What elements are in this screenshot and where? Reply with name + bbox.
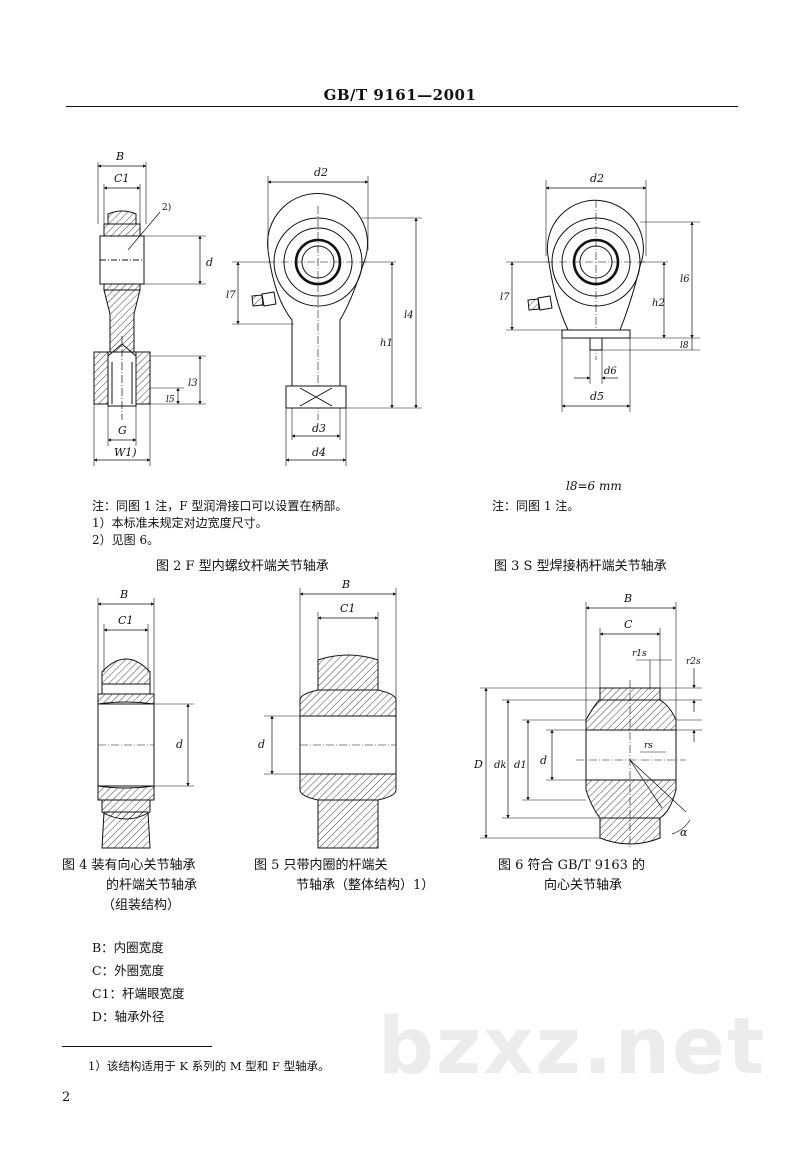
- fig6-caption-line-2: 向心关节轴承: [544, 878, 623, 893]
- symbol-d: D：轴承外径: [92, 1009, 165, 1024]
- fig3-label-d2: d2: [590, 172, 604, 185]
- fig3-label-l8: l8: [680, 341, 689, 351]
- fig5-caption-line-1: 图 5 只带内圈的杆端关: [254, 858, 388, 873]
- fig2-label-b: B: [115, 150, 124, 163]
- fig2-caption: 图 2 F 型内螺纹杆端关节轴承: [156, 559, 329, 574]
- symbol-list: B：内圈宽度 C：外圈宽度 C1：杆端眼宽度 D：轴承外径: [92, 936, 185, 1028]
- fig2-drawing: [93, 162, 422, 466]
- fig4-caption-line-1: 图 4 装有向心关节轴承: [62, 858, 196, 873]
- fig6-label-r2s: r2s: [686, 657, 701, 667]
- fig2-label-l5: l5: [166, 395, 175, 405]
- fig2-label-d4: d4: [312, 446, 326, 459]
- fig5-caption: 图 5 只带内圈的杆端关 节轴承（整体结构）1）: [254, 856, 434, 896]
- fig4-drawing: [97, 598, 194, 849]
- fig6-caption: 图 6 符合 GB/T 9163 的 向心关节轴承: [498, 856, 645, 896]
- fig6-labels: B C r1s r2s rs D dk d1 d α: [473, 592, 701, 839]
- fig5-label-b: B: [341, 578, 350, 591]
- symbol-c: C：外圈宽度: [92, 963, 165, 978]
- fig3-label-d6: d6: [604, 366, 617, 377]
- fig3-formula: l8=6 mm: [566, 479, 622, 493]
- fig2-label-g: G: [118, 424, 127, 437]
- fig6-label-D: D: [473, 758, 483, 771]
- fig6-label-c: C: [624, 618, 633, 631]
- fig3-caption: 图 3 S 型焊接柄杆端关节轴承: [494, 559, 667, 574]
- fig2-front-view: [232, 176, 422, 466]
- fig3-label-l7: l7: [500, 292, 510, 303]
- fig4-label-d: d: [176, 738, 183, 751]
- header-rule: [66, 106, 738, 107]
- fig6-label-b: B: [623, 592, 632, 605]
- fig6-caption-line-1: 图 6 符合 GB/T 9163 的: [498, 858, 646, 873]
- fig2-label-l4: l4: [404, 310, 414, 321]
- fig5-drawing: [264, 588, 397, 849]
- fig2-note-1: 注：同图 1 注，F 型润滑接口可以设置在柄部。: [92, 499, 348, 513]
- fig3-note: 注：同图 1 注。: [492, 499, 580, 513]
- fig2-note-2: 1）本标准未规定对边宽度尺寸。: [92, 516, 268, 530]
- fig2-label-w: W1): [114, 446, 137, 459]
- fig6-label-rs: rs: [644, 741, 653, 751]
- fig4-caption-line-3: （组装结构）: [102, 898, 181, 913]
- symbol-b: B：内圈宽度: [92, 940, 164, 955]
- fig2-label-c1: C1: [114, 172, 129, 185]
- fig6-label-d1: d1: [514, 760, 527, 771]
- fig6-label-r1s: r1s: [632, 649, 647, 659]
- fig4-labels: B C1 d: [118, 588, 183, 751]
- fig2-label-d2: d2: [314, 166, 328, 179]
- fig5-caption-line-2: 节轴承（整体结构）1）: [296, 878, 435, 893]
- fig6-label-alpha: α: [680, 826, 688, 839]
- fig2-label-d: d: [206, 256, 213, 269]
- fig5-label-d: d: [258, 738, 265, 751]
- fig2-label-h1: h1: [380, 338, 393, 349]
- fig2-label-l3: l3: [188, 378, 198, 389]
- fig6-label-dk: dk: [494, 760, 506, 771]
- fig4-caption-line-2: 的杆端关节轴承: [106, 878, 198, 893]
- page-number: 2: [62, 1090, 71, 1105]
- fig2-label-l7: l7: [226, 290, 236, 301]
- fig4-caption: 图 4 装有向心关节轴承 的杆端关节轴承 （组装结构）: [62, 856, 197, 916]
- fig4-label-c1: C1: [118, 614, 133, 627]
- fig5-labels: B C1 d: [258, 578, 355, 751]
- fig2-notes: 注：同图 1 注，F 型润滑接口可以设置在柄部。 1）本标准未规定对边宽度尺寸。…: [92, 498, 347, 549]
- fig6-label-d: d: [540, 754, 547, 767]
- footnote-rule: [62, 1046, 212, 1047]
- fig3-labels: d2 l7 h2 l6 l8 d6 d5: [500, 172, 690, 403]
- fig6-drawing: [480, 602, 702, 848]
- watermark: bzxz.net: [378, 1002, 767, 1092]
- symbol-c1: C1：杆端眼宽度: [92, 986, 185, 1001]
- fig2-label-d3: d3: [312, 422, 326, 435]
- fig3-drawing: [506, 180, 700, 412]
- fig2-labels: B C1 2) d l3 l5 G W1) d2 l7 h1 l4 d3 d4: [114, 150, 414, 459]
- page-header-title: GB/T 9161—2001: [323, 86, 477, 104]
- fig2-section-view: [93, 162, 206, 466]
- fig2-note-3: 2）见图 6。: [92, 533, 160, 547]
- fig3-label-l6: l6: [680, 274, 690, 285]
- footnote: 1）该结构适用于 K 系列的 M 型和 F 型轴承。: [88, 1059, 330, 1073]
- fig3-label-h2: h2: [652, 298, 665, 309]
- fig4-label-b: B: [119, 588, 128, 601]
- fig2-label-callout: 2): [162, 202, 171, 213]
- fig5-label-c1: C1: [340, 602, 355, 615]
- fig3-label-d5: d5: [590, 390, 604, 403]
